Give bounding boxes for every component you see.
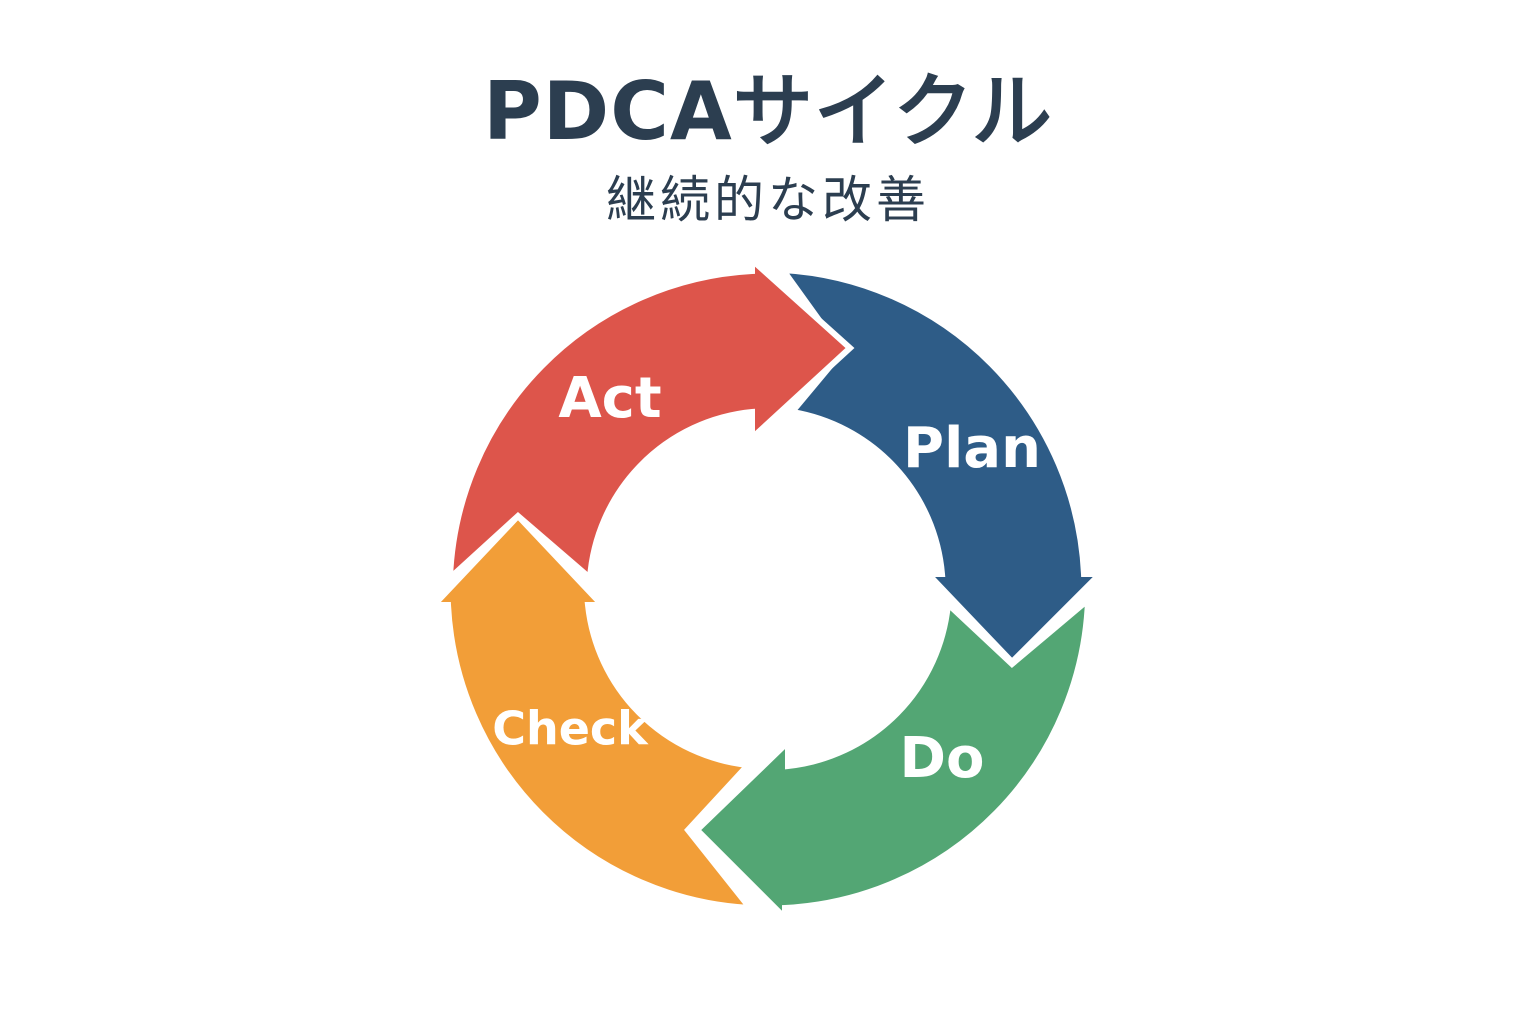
stage-do: Do — [692, 593, 1092, 926]
check-arrow — [427, 511, 757, 912]
diagram-title: PDCAサイクル — [483, 65, 1053, 158]
do-label: Do — [900, 726, 985, 791]
stage-plan: Plan — [776, 266, 1108, 667]
check-label: Check — [492, 702, 649, 756]
do-arrow — [692, 593, 1092, 926]
stage-act: Act — [446, 253, 855, 586]
plan-label: Plan — [903, 416, 1041, 481]
diagram-subtitle: 継続的な改善 — [606, 171, 930, 229]
act-label: Act — [558, 366, 661, 431]
act-arrow — [446, 253, 855, 586]
stage-check: Check — [427, 511, 757, 912]
plan-arrow — [776, 266, 1108, 667]
